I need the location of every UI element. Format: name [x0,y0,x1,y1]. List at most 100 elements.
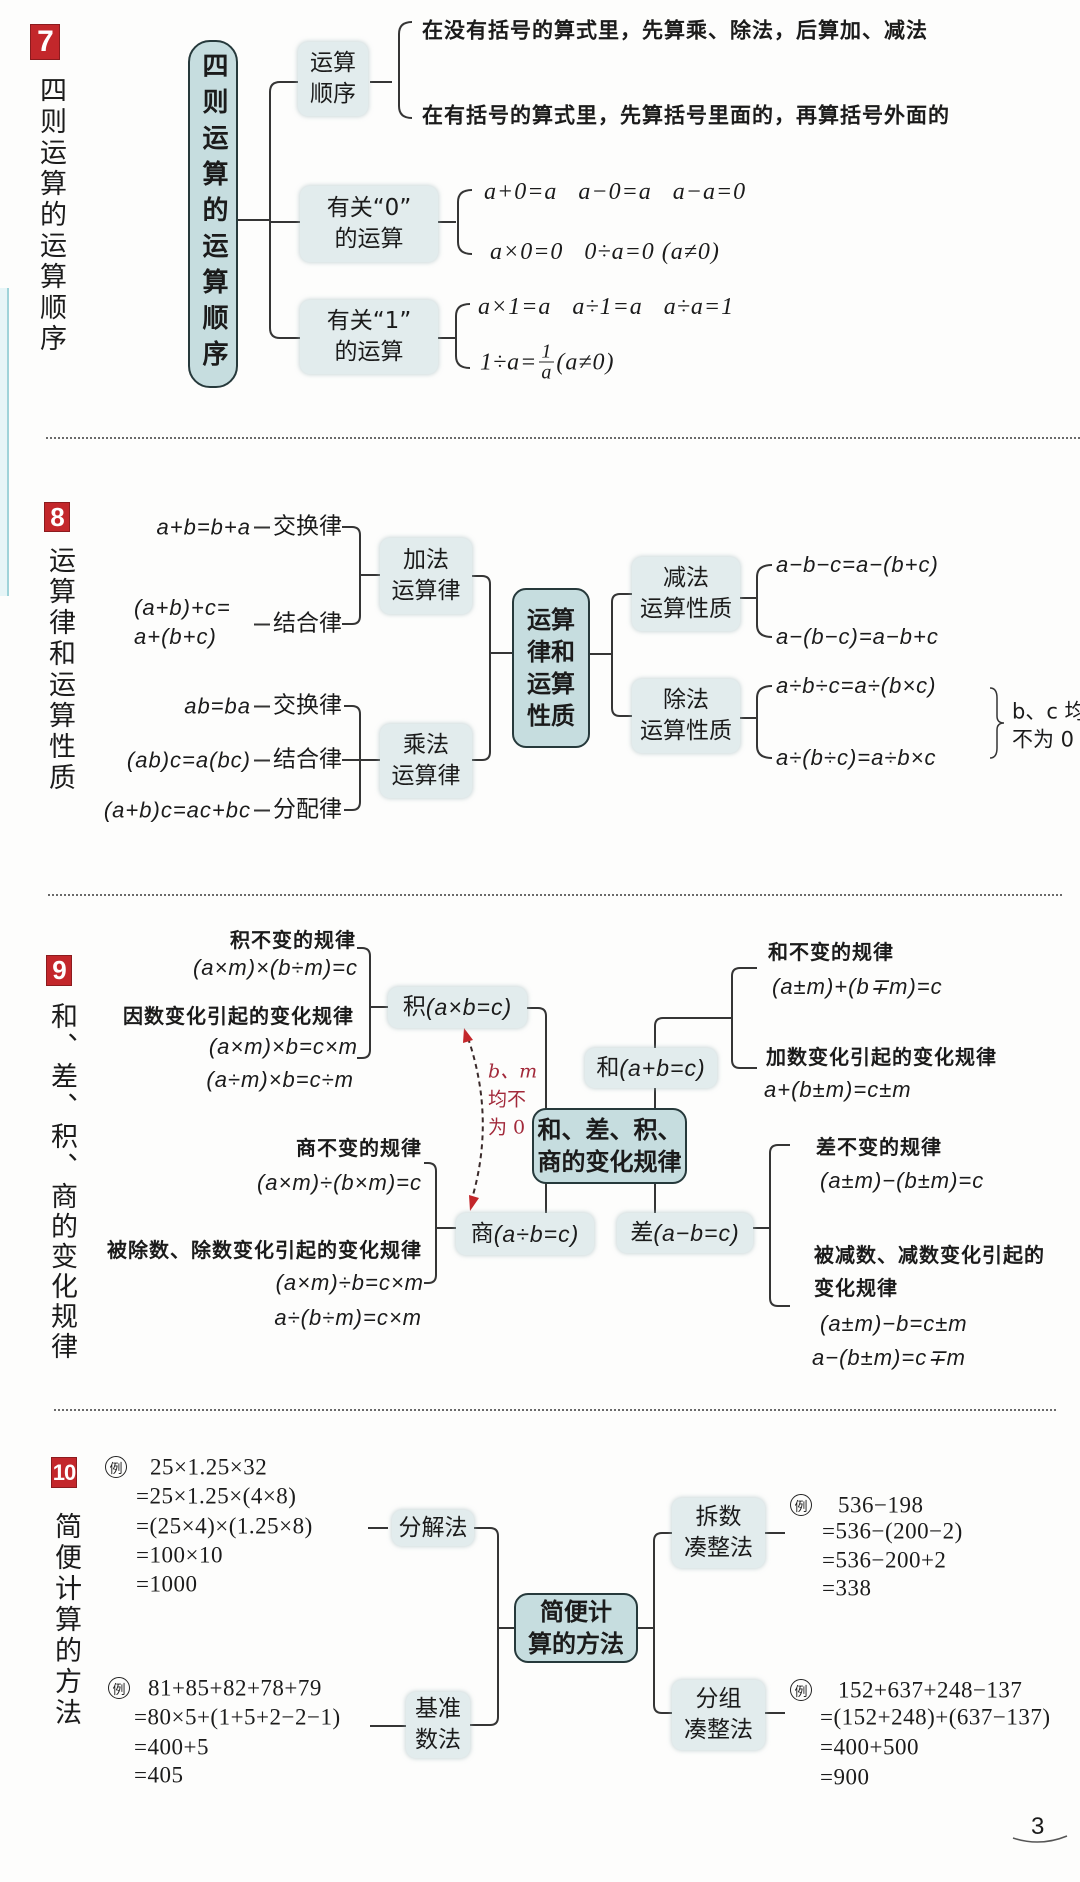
fraction-denominator: a [541,361,553,384]
s7-center-node: 四则运算的运算顺序 [188,40,238,388]
s9-center-node: 和、差、积、 商的变化规律 [532,1108,687,1184]
fraction-numerator: 1 [539,340,555,363]
s8-condition-brace [989,687,1005,759]
s8-mul-distributive: (a+b)c=ac+bc 分配律 [104,796,342,823]
s9-difference-change-heading: 被减数、减数变化引起的 [814,1243,1045,1267]
s9-quotient-change-heading: 被除数、除数变化引起的变化规律 [107,1238,422,1262]
node-label-line: 运算 [310,50,356,76]
dash-connector [254,623,270,625]
law-formula: (ab)c=a(bc) [126,747,251,772]
example-step: =80×5+(1+5+2−2−1) [134,1704,341,1730]
node-formula: (a÷b=c) [493,1220,580,1247]
law-name: 结合律 [273,746,342,773]
node-label-line: 运算律 [391,578,461,604]
node-label-line: 运算性质 [640,718,732,744]
node-label-line: 分组 [695,1686,742,1712]
example-step: =536−200+2 [822,1547,947,1573]
s9-product-bracket [357,947,388,1059]
law-name: 分配律 [273,796,342,823]
s9-product-invariant-heading: 积不变的规律 [230,928,356,952]
page-edge-tint [0,288,9,596]
s9-arrow-note: 为 0 [488,1116,526,1139]
example-step: =400+5 [134,1734,209,1760]
s8-add-associative: 结合律 [251,612,342,636]
node-formula: (a×b=c) [425,994,513,1020]
s9-difference-invariant-heading: 差不变的规律 [816,1135,942,1159]
dash-connector [254,526,270,528]
s9-arrowhead-down [469,1195,479,1211]
s9-product-change-formula: (a×m)×b=c×m [208,1034,358,1059]
s9-difference-node: 差 (a−b=c) [617,1213,753,1253]
law-formula: a+b=b+a [156,514,251,539]
node-label-line: 凑整法 [684,1535,753,1561]
example-marker: 例 [790,1679,812,1701]
s9-quotient-invariant-heading: 商不变的规律 [296,1136,422,1160]
s7-order-node: 运算 顺序 [298,42,368,116]
section-7-badge: 7 [30,24,60,60]
s7-trunk [269,81,300,339]
reciprocal-prefix: 1÷a= [480,349,538,375]
s8-add-commutative: a+b=b+a 交换律 [156,514,342,539]
dash-connector [254,809,270,811]
s9-product-trunk [527,1007,547,1213]
s7-zero-rule: a×0=0 0÷a=0 (a≠0) [490,239,720,265]
s9-sum-invariant-heading: 和不变的规律 [768,940,894,964]
s8-addition-bracket [342,526,380,625]
node-label-line: 除法 [663,687,709,713]
s8-mul-associative: (ab)c=a(bc) 结合律 [126,746,342,773]
law-name: 交换律 [273,692,342,719]
s9-arrowhead-up [463,1028,473,1043]
s7-one-rule: a×1=a a÷1=a a÷a=1 [478,294,735,320]
s8-division-node: 除法 运算性质 [632,679,740,753]
example-step: =338 [822,1575,872,1601]
section-divider [54,1409,1056,1411]
s7-order-bracket [398,21,413,119]
s7-order-rule: 在有括号的算式里，先算括号里面的，再算括号外面的 [422,102,950,128]
node-label-line: 有关“0” [326,195,412,221]
section-divider [48,894,1062,896]
section-divider [46,437,1080,439]
s9-arrow-note: 均不 [488,1088,527,1111]
node-label-line: 运算 [527,670,575,698]
s8-division-rule: a÷b÷c=a÷(b×c) [776,673,937,698]
s7-center-label: 四则运算的运算顺序 [198,52,228,376]
s8-addition-node: 加法 运算律 [380,538,472,614]
s9-quotient-invariant-formula: (a×m)÷(b×m)=c [256,1170,422,1195]
example-step: =25×1.25×(4×8) [136,1483,297,1509]
s7-one-bracket [455,303,471,369]
example-step: =900 [820,1764,870,1790]
node-head: 和 [596,1054,620,1081]
fraction: 1 a [539,340,555,384]
node-label-line: 性质 [527,702,575,730]
s9-sum-bracket [731,967,757,1069]
s8-subtraction-node: 减法 运算性质 [632,557,740,631]
s7-zero-node: 有关“0” 的运算 [300,186,438,262]
s10-center-node: 简便计 算的方法 [514,1593,638,1663]
s7-zero-bracket [457,189,473,255]
s9-sum-diff-trunk [654,1017,732,1213]
node-label-line: 运算 [527,606,575,634]
s10-decompose-node: 分解法 [392,1510,474,1546]
reciprocal-suffix: (a≠0) [556,349,615,375]
s9-sum-change-heading: 加数变化引起的变化规律 [766,1045,997,1069]
node-label-line: 律和 [527,638,575,666]
law-formula: (a+b)+c= [134,595,231,620]
section-10-title: 简便计算的方法 [50,1512,81,1729]
example-step: 536−198 [838,1492,924,1518]
s7-reciprocal-rule: 1÷a= 1 a (a≠0) [480,342,615,383]
section-9-badge: 9 [46,955,72,986]
s8-division-condition: 不为 0 [1012,727,1075,752]
s10-split-round-node: 拆数 凑整法 [672,1498,765,1568]
dash-connector [254,705,270,707]
s8-division-bracket [740,685,773,759]
node-label-line: 的运算 [334,339,404,365]
node-label-line: 分解法 [398,1514,468,1541]
s9-quotient-change-formula: (a×m)÷b=c×m [275,1270,424,1295]
s9-difference-change-formula: (a±m)−b=c±m [820,1311,968,1336]
s8-laws-connector [472,575,512,761]
dash-connector [254,759,270,761]
example-marker: 例 [105,1456,127,1478]
node-label-line: 凑整法 [684,1717,753,1743]
s9-sum-change-formula: a+(b±m)=c±m [764,1077,912,1102]
example-step: =100×10 [136,1542,223,1568]
